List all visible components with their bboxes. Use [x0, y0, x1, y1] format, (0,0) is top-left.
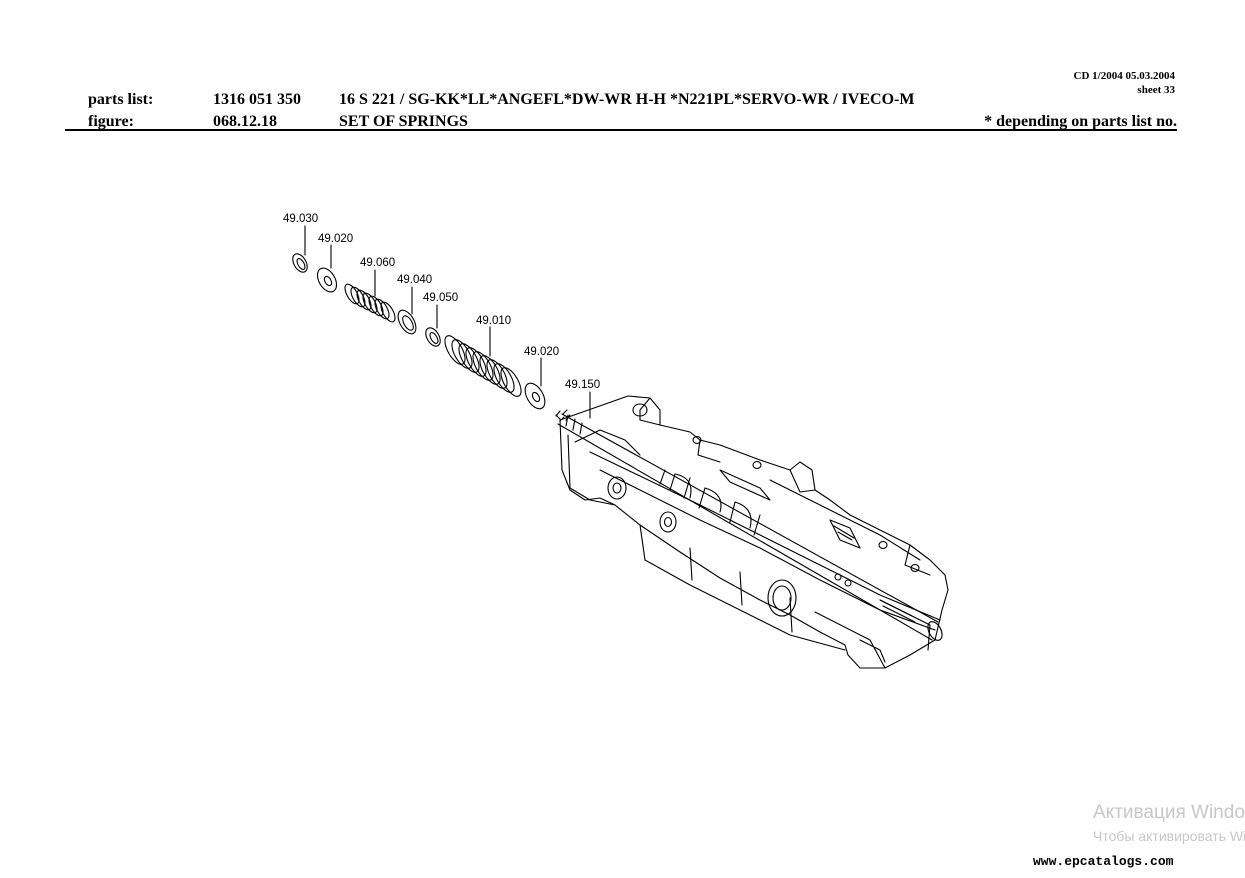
callout-label: 49.030: [283, 213, 318, 225]
header-meta: CD 1/2004 05.03.2004 sheet 33: [1074, 69, 1175, 97]
shift-rod-drawing: [555, 409, 943, 641]
figure-label: figure:: [88, 113, 134, 130]
watermark-title: Активация Windows: [1093, 802, 1245, 823]
site-url: www.epcatalogs.com: [1033, 854, 1174, 869]
leader-lines: [304, 225, 591, 419]
activation-watermark: Активация Windows Чтобы активировать Win…: [1090, 798, 1245, 858]
callout-label: 49.010: [476, 315, 511, 327]
callout-label: 49.020: [318, 233, 353, 245]
retaining-ring-drawing: [425, 327, 441, 347]
callout-label: 49.020: [524, 346, 559, 358]
spring-small-drawing: [344, 283, 396, 323]
parts-list-label: parts list:: [88, 91, 154, 108]
spring-large-drawing: [444, 335, 522, 397]
washer-lower-drawing: [524, 382, 546, 410]
cd-info: CD 1/2004 05.03.2004: [1073, 70, 1175, 82]
header-rule: [65, 129, 1177, 131]
parts-list-number: 1316 051 350: [213, 91, 301, 108]
parts-list-description: 16 S 221 / SG-KK*LL*ANGEFL*DW-WR H-H *N2…: [339, 91, 915, 108]
callout-label: 49.060: [360, 257, 395, 269]
washer-upper-drawing: [316, 267, 338, 293]
snap-ring-drawing: [292, 253, 308, 273]
washer-middle-drawing: [397, 309, 417, 335]
callout-label: 49.150: [565, 379, 600, 391]
callout-label: 49.050: [423, 292, 458, 304]
watermark-subtitle: Чтобы активировать Windows: [1093, 828, 1245, 844]
sheet-number: sheet 33: [1137, 84, 1175, 96]
figure-description: SET OF SPRINGS: [339, 113, 468, 130]
figure-number: 068.12.18: [213, 113, 277, 130]
parts-list-note: * depending on parts list no.: [984, 113, 1177, 130]
housing-drawing: [559, 395, 949, 669]
callout-label: 49.040: [397, 274, 432, 286]
